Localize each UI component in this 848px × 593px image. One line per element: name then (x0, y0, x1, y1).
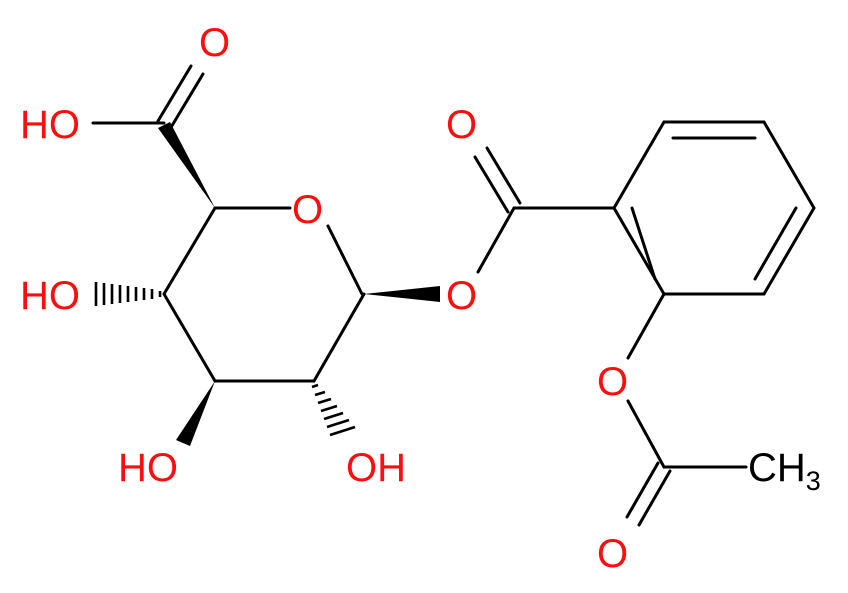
carboxyl-oh-label: HO (20, 103, 80, 147)
bond-ar-6-inner (630, 206, 657, 281)
wedge-c5-carboxyl (158, 122, 215, 208)
bond-ar-1 (612, 120, 666, 210)
bond-c4-c5 (162, 206, 217, 296)
hash-c2-oh (311, 383, 356, 437)
bond-ar-3 (762, 120, 816, 210)
wedge-c1-ester-o (364, 286, 440, 302)
hash-c4-oh (94, 282, 162, 306)
bond-acetoxy-o-c (626, 399, 666, 469)
bond-ester-c=o-a (485, 146, 522, 205)
bond-acetyl-c=o-b (637, 469, 672, 527)
ester-o-label: O (446, 274, 477, 318)
bond-acetyl-c=o-a (625, 461, 660, 519)
c3-hydroxyl-label: HO (118, 446, 178, 490)
bond-ar-o-acetoxy (626, 292, 666, 360)
carboxyl-o-label: O (199, 21, 230, 65)
bond-ar-4 (762, 206, 816, 296)
ester-carbonyl-o-label: O (446, 103, 477, 147)
bond-c3-c4 (162, 292, 217, 383)
atom-labels: HO O O HO HO OH O O O O CH3 (20, 21, 821, 576)
bonds (91, 64, 816, 527)
bond-ar-4-inner (753, 206, 798, 281)
bond-ar-6 (612, 206, 666, 296)
methyl-ch-text: CH (748, 446, 806, 490)
c2-hydroxyl-label: OH (346, 446, 406, 490)
methyl-label: CH3 (748, 446, 821, 496)
bond-ester-c=o-b (473, 155, 510, 214)
bond-carboxyl-c=o-a (156, 64, 193, 123)
bond-carboxyl-c=o-b (168, 72, 205, 131)
methyl-subscript: 3 (806, 466, 821, 496)
acetyl-carbonyl-o-label: O (597, 532, 628, 576)
acetoxy-o-label: O (597, 360, 628, 404)
bond-c1-c2 (312, 292, 366, 383)
c4-hydroxyl-label: HO (20, 274, 80, 318)
wedge-c3-oh (176, 381, 215, 446)
bond-ester-o-c (476, 206, 516, 274)
ring-o-label: O (292, 188, 323, 232)
bond-ring-o-c1 (326, 224, 364, 296)
